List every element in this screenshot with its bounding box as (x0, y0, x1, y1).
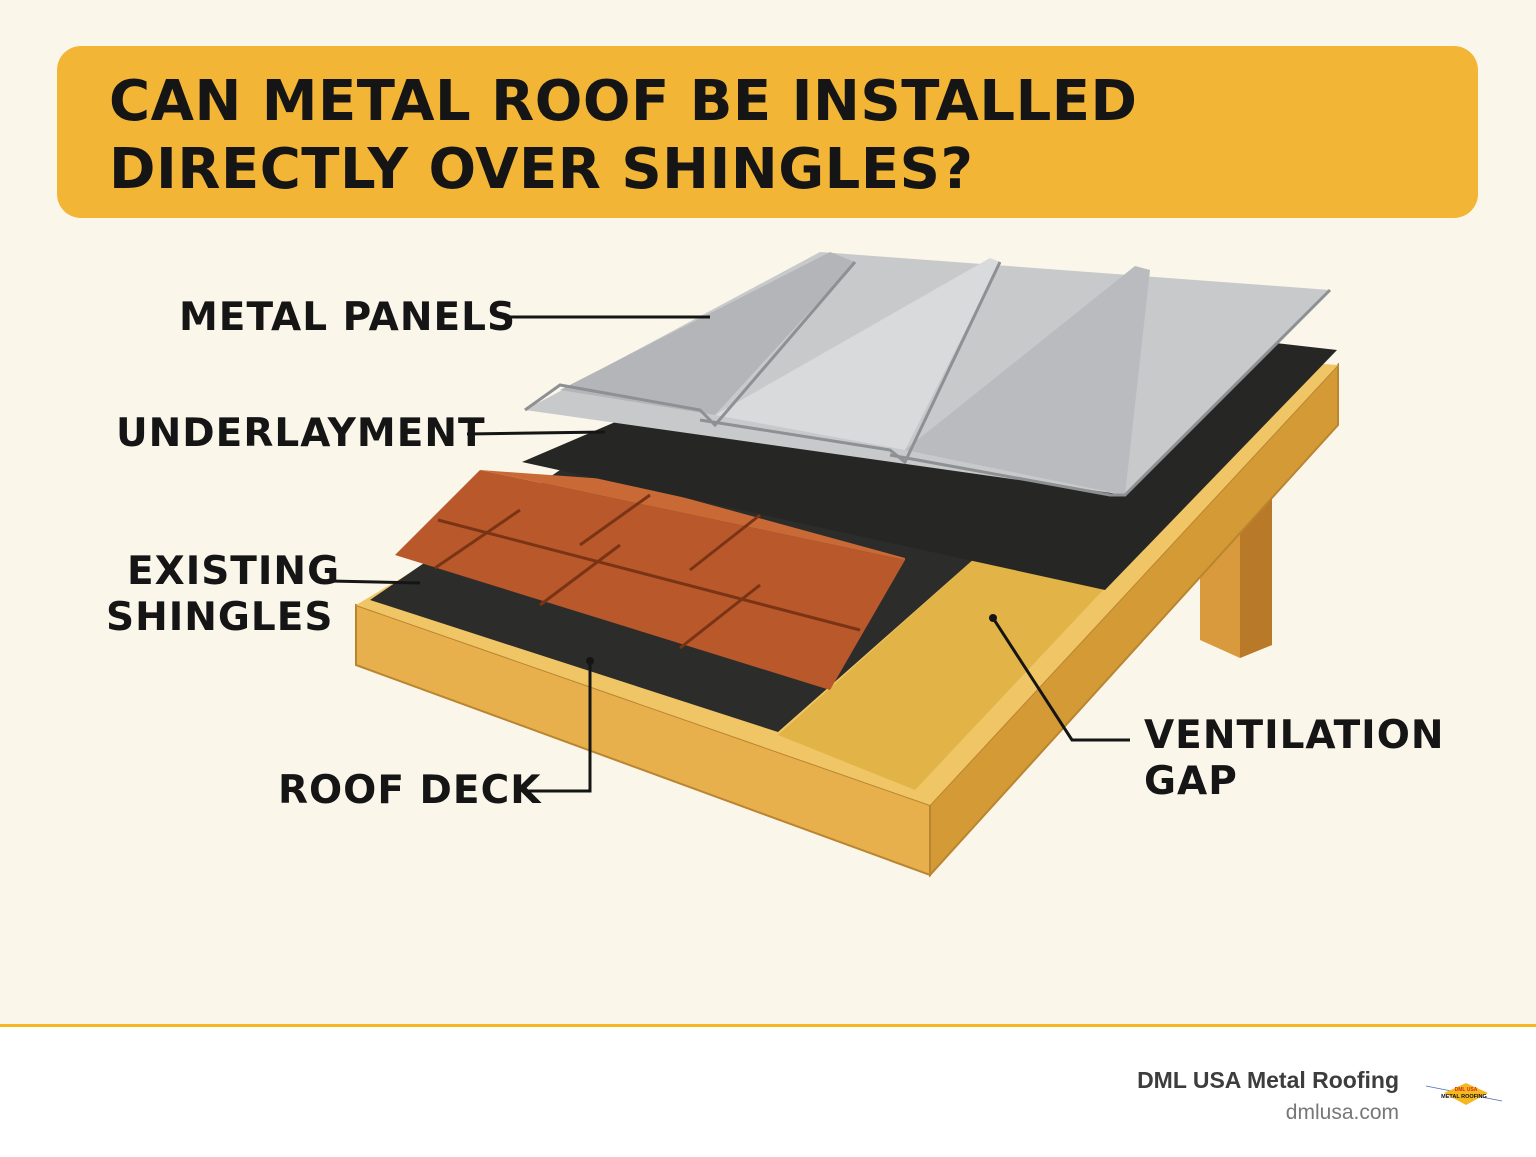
footer-url[interactable]: dmlusa.com (1285, 1101, 1399, 1124)
label-existing-shingles-line2: SHINGLES (106, 595, 334, 640)
leader-roof-deck (527, 661, 592, 793)
svg-text:METAL ROOFING: METAL ROOFING (1441, 1094, 1487, 1100)
label-underlayment: UNDERLAYMENT (116, 411, 486, 456)
roof-layers-illustration (329, 252, 1339, 878)
metal-panels-layer (524, 252, 1332, 497)
ventilation-gap-area (778, 558, 1105, 790)
leader-ventilation-gap (991, 617, 1130, 742)
leader-lines (329, 315, 1130, 793)
existing-shingles-layer (395, 470, 905, 690)
footer: DML USA Metal Roofing dmlusa.com DML USA… (0, 1024, 1536, 1157)
title-banner: CAN METAL ROOF BE INSTALLED DIRECTLY OVE… (57, 46, 1478, 218)
label-ventilation-gap-line1: VENTILATION (1144, 713, 1445, 758)
leader-existing-shingles (329, 579, 421, 585)
leader-underlayment (466, 430, 606, 436)
footer-brand: DML USA Metal Roofing (1137, 1067, 1399, 1093)
svg-text:DML USA: DML USA (1455, 1087, 1478, 1093)
label-roof-deck: ROOF DECK (278, 768, 542, 813)
page-title: CAN METAL ROOF BE INSTALLED DIRECTLY OVE… (109, 69, 1138, 202)
label-metal-panels: METAL PANELS (179, 295, 517, 340)
label-existing-shingles-line1: EXISTING (127, 549, 341, 594)
dml-logo-icon: DML USA METAL ROOFING (1425, 1083, 1503, 1105)
label-ventilation-gap-line2: GAP (1144, 759, 1238, 804)
